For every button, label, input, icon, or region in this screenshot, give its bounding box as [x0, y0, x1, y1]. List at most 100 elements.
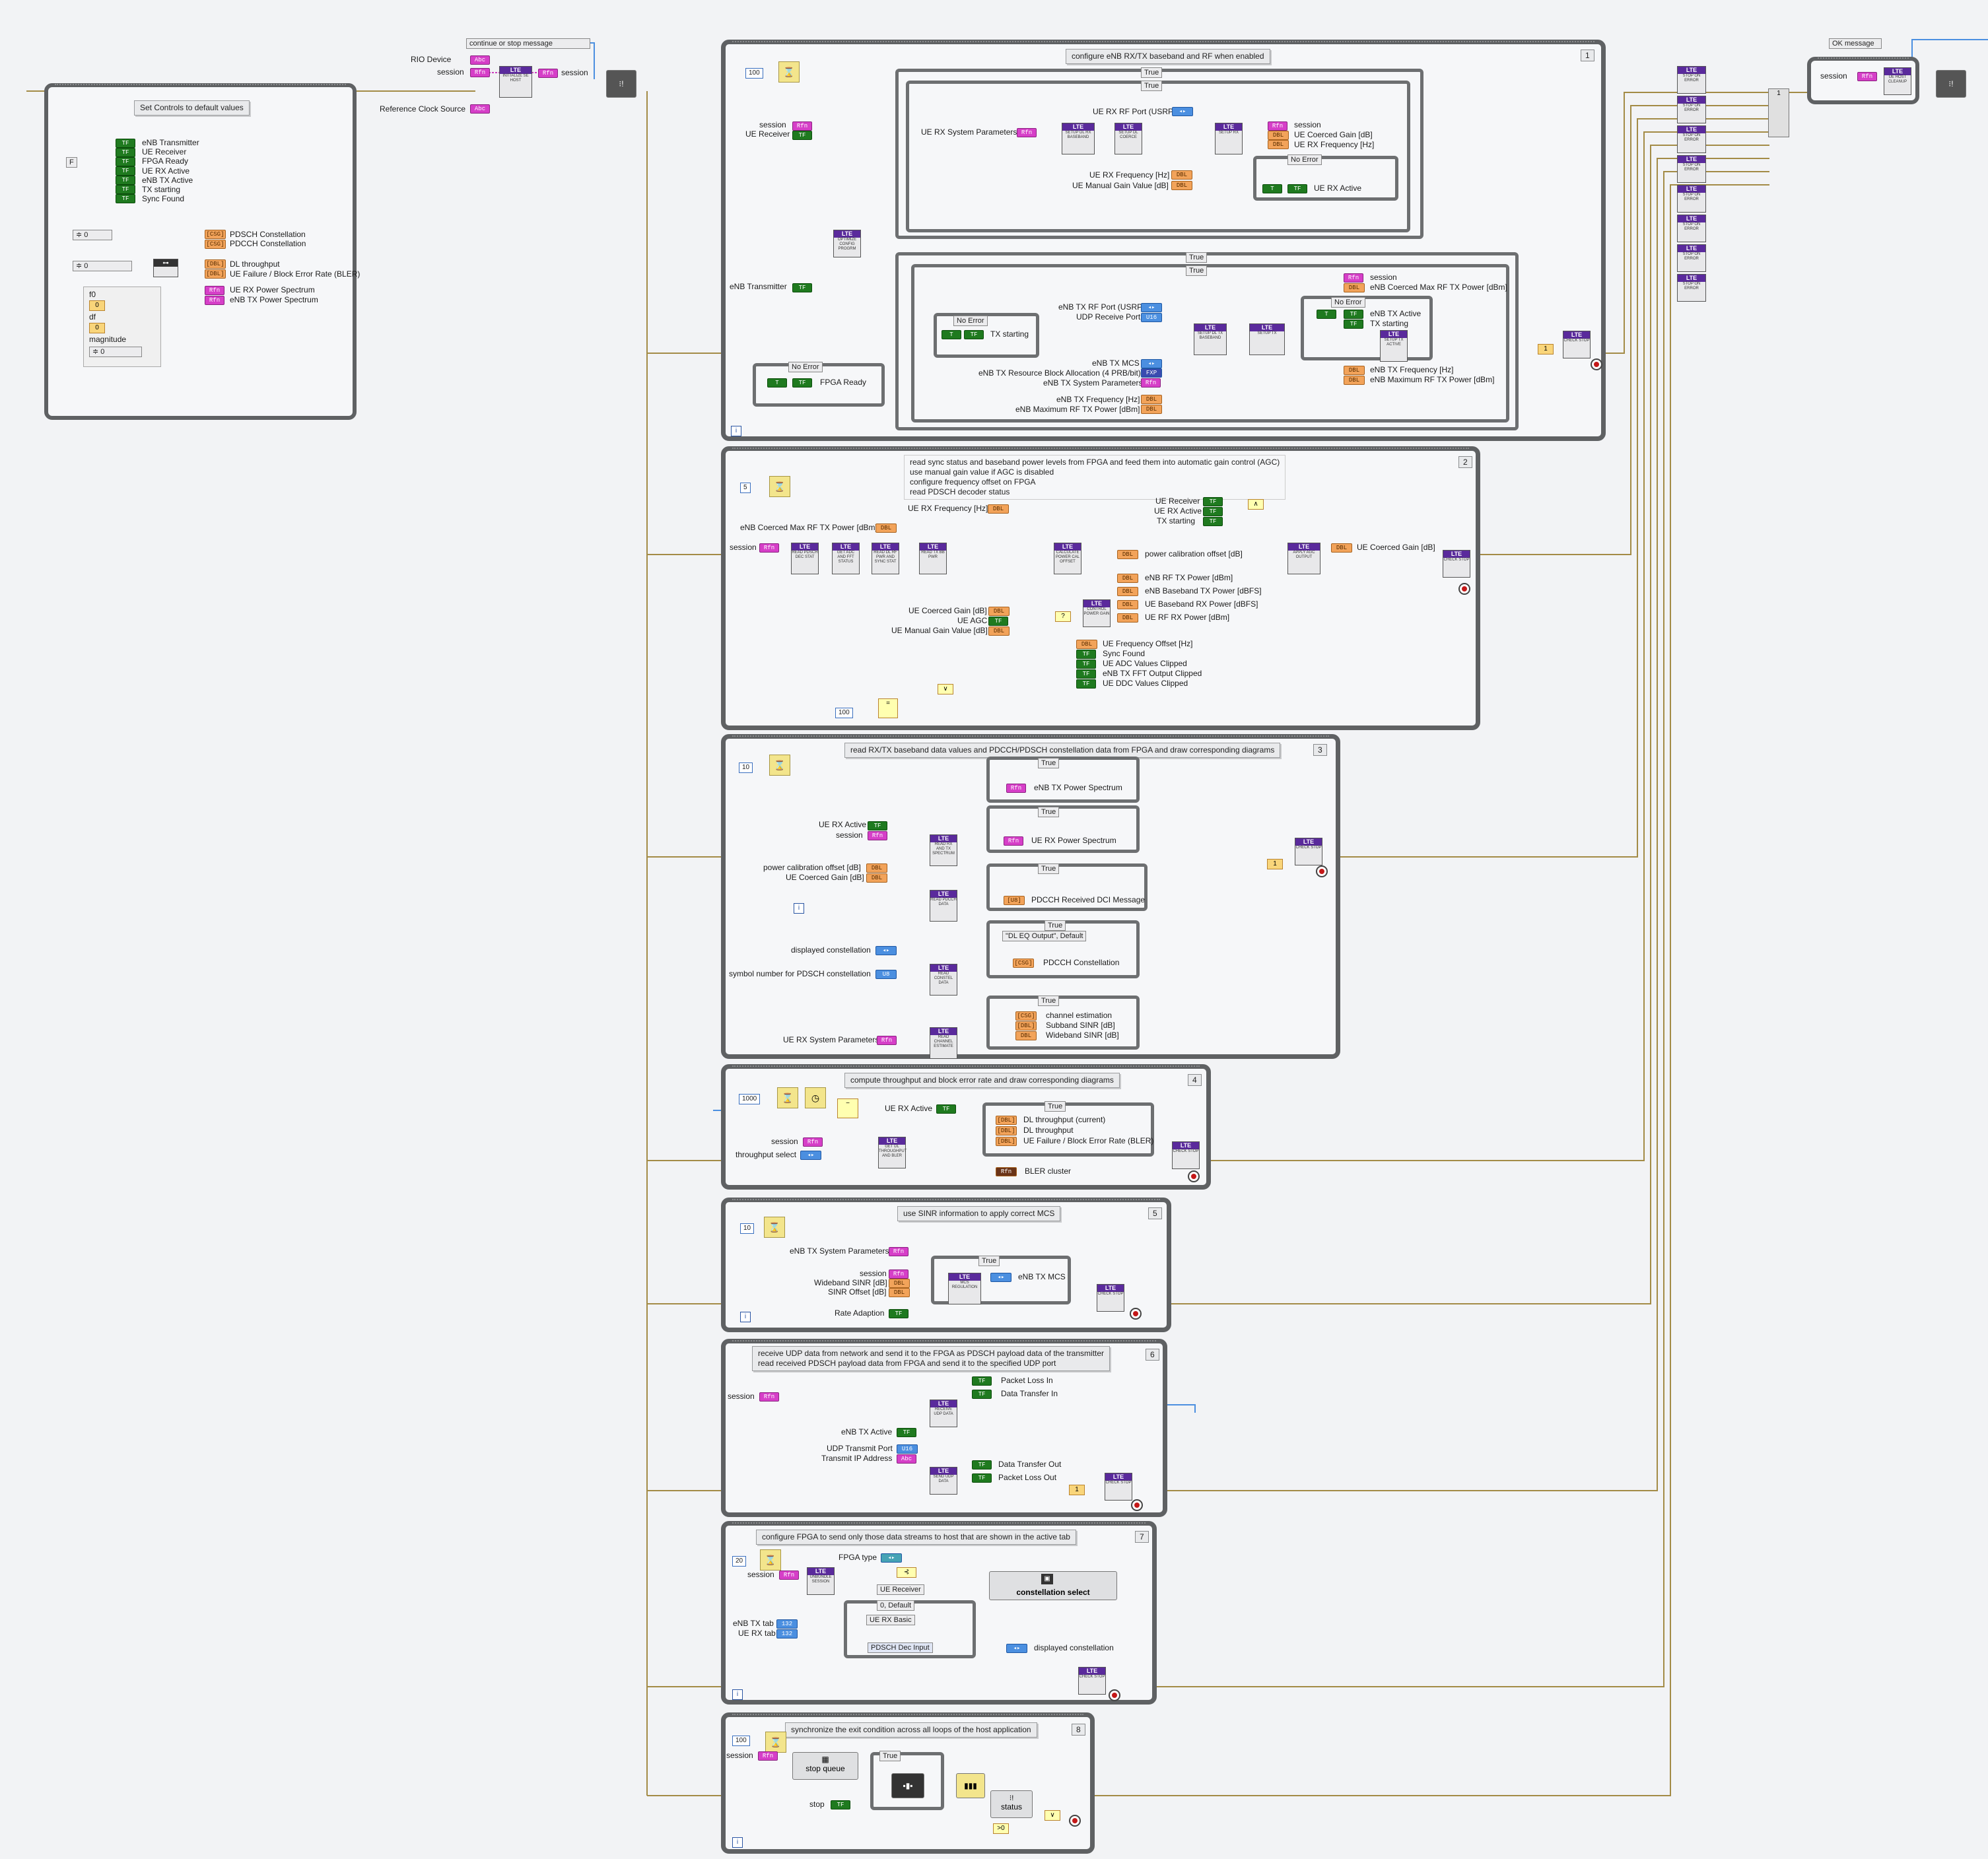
f0-value[interactable]: 0 — [89, 300, 105, 311]
array-control[interactable]: ≑ 0 — [73, 230, 112, 240]
loop-stop[interactable] — [1109, 1689, 1120, 1701]
loop-stop[interactable] — [1131, 1499, 1143, 1511]
session-term[interactable]: Rfn — [759, 543, 779, 553]
tx-freq-term[interactable]: DBL — [1141, 395, 1162, 404]
ok-dialog-node[interactable]: ⁝! — [1936, 70, 1966, 98]
rx-error-selector[interactable]: No Error — [1287, 154, 1322, 165]
pdsch-input[interactable]: PDSCH Dec Input — [868, 1642, 933, 1653]
rio-device[interactable]: Abc — [470, 55, 490, 65]
fpga-ready-const[interactable]: T — [767, 378, 787, 388]
wait-const[interactable]: 10 — [740, 1223, 755, 1234]
loop-stop[interactable] — [1458, 583, 1470, 595]
displayed-term[interactable]: ◂▸ — [875, 946, 897, 955]
tx-rf-port-term[interactable]: ◂▸ — [1141, 303, 1162, 312]
tx-starting-term[interactable]: TF — [1203, 517, 1223, 526]
tx-case-selector[interactable]: True — [1186, 252, 1208, 263]
mcs-selector[interactable]: True — [978, 1256, 1000, 1266]
stop-selector[interactable]: True — [879, 1751, 901, 1761]
ok-message[interactable]: OK message — [1829, 38, 1882, 49]
ue-receiver-term[interactable]: TF — [792, 131, 812, 140]
sinr-term[interactable]: DBL — [889, 1279, 910, 1288]
const-100[interactable]: 100 — [835, 708, 853, 718]
tx-active-selector[interactable]: No Error — [1331, 297, 1365, 308]
session2[interactable]: Rfn — [1857, 72, 1877, 81]
tx-sys-term[interactable]: Rfn — [1141, 378, 1161, 388]
ue-active-term[interactable]: TF — [1203, 507, 1223, 516]
ue-receiver-prop[interactable]: UE Receiver — [877, 1584, 924, 1595]
powcal-term[interactable]: DBL — [866, 863, 887, 873]
loop-stop[interactable] — [1069, 1815, 1081, 1827]
loop-stop[interactable] — [1591, 358, 1602, 370]
rx-freq-term[interactable]: DBL — [1171, 170, 1192, 180]
continue-stop-message[interactable]: continue or stop message — [466, 38, 590, 49]
enb-active-term[interactable]: TF — [897, 1428, 916, 1437]
session-term[interactable]: Rfn — [779, 1571, 799, 1580]
agc-term[interactable]: TF — [988, 617, 1008, 626]
session-in[interactable]: Rfn — [470, 68, 490, 77]
rate-adapt-term[interactable]: TF — [889, 1309, 908, 1318]
fpga-type-term[interactable]: ◂▸ — [881, 1553, 902, 1563]
array-control[interactable]: ≑ 0 — [73, 261, 132, 271]
ue-sys-term[interactable]: Rfn — [877, 1036, 897, 1045]
dialog-node[interactable]: ⁝! — [606, 70, 636, 98]
wait-const[interactable]: 100 — [732, 1736, 750, 1746]
tab-selector[interactable]: 0, Default — [877, 1600, 915, 1611]
sinr-offset-term[interactable]: DBL — [889, 1288, 910, 1297]
tab-term[interactable]: 132 — [776, 1619, 798, 1629]
session-term[interactable]: Rfn — [889, 1269, 908, 1279]
tp-select-term[interactable]: ◂▸ — [800, 1151, 821, 1160]
loop-stop[interactable] — [1316, 865, 1328, 877]
txspec-selector[interactable]: True — [1038, 758, 1060, 768]
wait-const[interactable]: 100 — [745, 68, 763, 79]
loop-stop[interactable] — [1130, 1308, 1142, 1320]
dequeue-node[interactable]: ▮▮▮ — [956, 1773, 985, 1798]
stop-term[interactable]: TF — [831, 1800, 850, 1809]
session-term[interactable]: Rfn — [803, 1137, 823, 1147]
status-node[interactable]: ⁝! status — [990, 1790, 1033, 1818]
wait-const[interactable]: 1000 — [739, 1094, 761, 1104]
wait-const[interactable]: 20 — [732, 1556, 747, 1567]
enb-sys-term[interactable]: Rfn — [889, 1247, 908, 1256]
enqueue-node[interactable]: ▪▮▪ — [891, 1773, 924, 1798]
ref-clock[interactable]: Abc — [470, 104, 490, 114]
agc-gain-term[interactable]: DBL — [988, 607, 1010, 616]
udp-tx-port-term[interactable]: U16 — [897, 1444, 918, 1454]
constellation-select-node[interactable]: ▣ constellation select — [989, 1571, 1117, 1600]
rxspec-selector[interactable]: True — [1038, 807, 1060, 817]
waveform-cluster[interactable]: f0 0 df 0 magnitude ≑ 0 — [83, 287, 161, 367]
dci-selector[interactable]: True — [1038, 863, 1060, 874]
session-term[interactable]: Rfn — [758, 1751, 778, 1761]
ue-rx-freq-term[interactable]: DBL — [988, 504, 1009, 514]
ue-sys-term[interactable]: Rfn — [1017, 128, 1037, 137]
tx-start-selector[interactable]: No Error — [953, 316, 988, 326]
tx-case-selector-2[interactable]: True — [1186, 265, 1208, 276]
dl-eq-selector[interactable]: "DL EQ Output", Default — [1002, 931, 1087, 941]
tx-mcs-term[interactable]: ◂▸ — [1141, 359, 1162, 368]
rx-case-selector[interactable]: True — [1141, 67, 1163, 78]
tx-start-const[interactable]: T — [942, 330, 961, 339]
rx-gain-term[interactable]: DBL — [1171, 181, 1192, 190]
ip-term[interactable]: Abc — [897, 1454, 916, 1464]
